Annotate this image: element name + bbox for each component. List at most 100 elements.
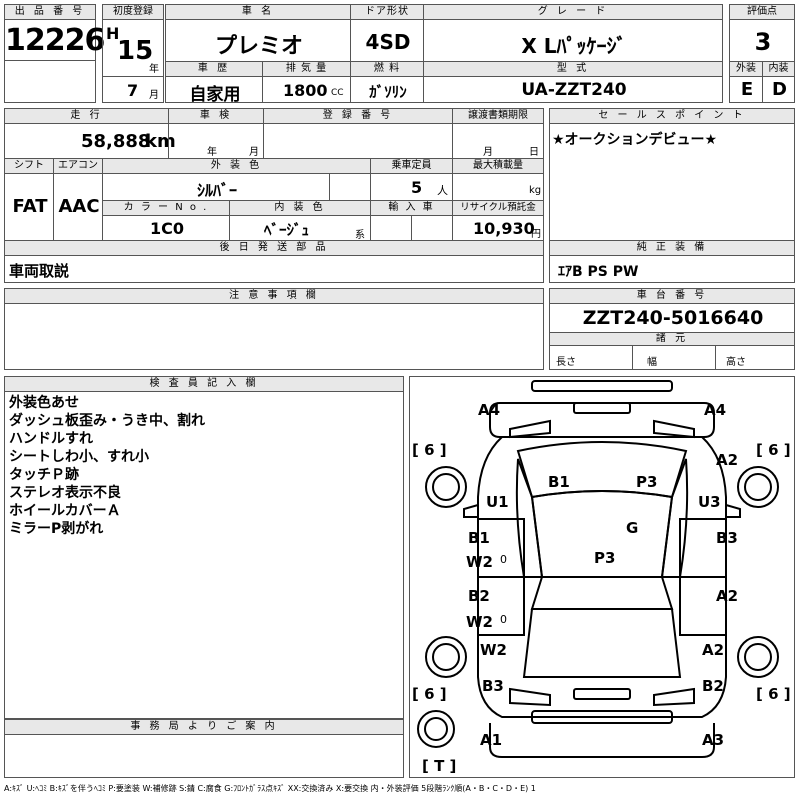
- aircon-cell: AAC: [53, 173, 103, 241]
- car-name: プレミオ: [214, 34, 303, 59]
- chassis: ZZT240-5016640: [582, 307, 764, 329]
- shift: FAT: [12, 196, 48, 217]
- windshield: [516, 441, 688, 499]
- mark-u3: U3: [698, 493, 721, 511]
- mark-b1-roof: B1: [548, 473, 570, 491]
- fuel: ｶﾞｿﾘﾝ: [369, 83, 407, 101]
- inspector-notes: 外装色あせ ダッシュ板歪み・うき中、割れ ハンドルすれ シートしわ小、すれ小 タ…: [4, 391, 404, 719]
- score-cell: 3: [729, 19, 795, 62]
- mark-u1: U1: [486, 493, 509, 511]
- chassis-label: 車 台 番 号: [549, 288, 795, 304]
- rear-bumper: [531, 710, 673, 724]
- max-load-label: 最大積載量: [452, 158, 544, 174]
- left-rear-door: [477, 576, 525, 636]
- right-front-door: [679, 518, 727, 578]
- length-label: 長さ: [556, 357, 576, 368]
- import-cell-b: [411, 215, 453, 241]
- lot-no-blank: [4, 60, 96, 103]
- fuel-cell: ｶﾞｿﾘﾝ: [350, 76, 424, 103]
- right-mirror: [725, 504, 741, 518]
- grade-cell: X Lﾊﾟｯｹｰｼﾞ: [423, 19, 723, 62]
- door: 4SD: [365, 30, 411, 54]
- color-no-label: カ ラ ー N o .: [102, 200, 230, 216]
- car-diagram: A4 A4 A2 B1 P3 U1 U3 G B1 B3 W2 P3 B2 A2…: [412, 380, 791, 775]
- inspector-lines: 外装色あせ ダッシュ板歪み・うき中、割れ ハンドルすれ シートしわ小、すれ小 タ…: [9, 394, 205, 538]
- trunk: [522, 608, 682, 678]
- mark-a1: A1: [480, 731, 502, 749]
- exterior-cell: E: [729, 76, 763, 103]
- later-parts-label: 後 日 発 送 部 品: [4, 240, 544, 256]
- left-taillight: [509, 687, 551, 707]
- mark-b2-left: B2: [468, 587, 490, 605]
- mark-b2-right: B2: [702, 677, 724, 695]
- front-left-hub: [432, 473, 460, 501]
- mark-g: G: [626, 519, 638, 537]
- rear-window: [530, 576, 674, 610]
- height-cell: 高さ: [715, 345, 795, 370]
- model: UA-ZZT240: [521, 80, 627, 100]
- right-rear-door: [679, 576, 727, 636]
- mark-a2-top: A2: [716, 451, 738, 469]
- inspector-label: 検 査 員 記 入 欄: [4, 376, 404, 392]
- rear-plate: [573, 688, 631, 700]
- interior-color-label: 内 装 色: [229, 200, 371, 216]
- inspection-cell: 年 月: [168, 123, 264, 159]
- mark-p3-roof: P3: [636, 473, 657, 491]
- right-taillight: [653, 687, 695, 707]
- mark-a3: A3: [702, 731, 724, 749]
- height-label: 高さ: [726, 357, 746, 368]
- tire-mark-fl: [ 6 ]: [412, 441, 447, 459]
- door-zero-1: 0: [500, 553, 507, 566]
- mark-b3-right: B3: [716, 529, 738, 547]
- max-load-cell: kg: [452, 173, 544, 201]
- grade-label: グ レ ー ド: [423, 4, 723, 20]
- transfer-month-unit: 月: [483, 147, 493, 158]
- tire-mark-fr: [ 6 ]: [756, 441, 791, 459]
- transfer-cell: 月 日: [452, 123, 544, 159]
- caution-label: 注 意 事 項 欄: [4, 288, 544, 304]
- equipment: ｴｱB PS PW: [558, 264, 639, 280]
- interior-label: 内装: [762, 61, 795, 77]
- fuel-label: 燃 料: [350, 61, 424, 77]
- office-cell: [4, 734, 404, 778]
- recycle-label: リサイクル預託金: [452, 200, 544, 216]
- width-label: 幅: [647, 357, 657, 368]
- mileage-label: 走 行: [4, 108, 169, 124]
- chassis-cell: ZZT240-5016640: [549, 303, 795, 333]
- left-mirror: [463, 504, 479, 518]
- reg-month: 7: [127, 81, 139, 100]
- color-no: 1C0: [149, 219, 184, 238]
- tire-mark-rl: [ 6 ]: [412, 685, 447, 703]
- hood-outline: [489, 402, 715, 438]
- tire-marks: [ 6 ] [ 6 ] [ 6 ] [ 6 ] [ T ]: [412, 441, 791, 775]
- shift-label: シフト: [4, 158, 54, 174]
- door-zero-2: 0: [500, 613, 507, 626]
- mark-b1-left: B1: [468, 529, 490, 547]
- exterior-label: 外装: [729, 61, 763, 77]
- caution-cell: [4, 303, 544, 370]
- inspector-line: 外装色あせ: [9, 395, 79, 411]
- mark-p3-center: P3: [594, 549, 615, 567]
- inspector-line: ステレオ表示不良: [9, 485, 121, 501]
- width-cell: 幅: [632, 345, 716, 370]
- later-parts: 車両取説: [9, 262, 70, 280]
- right-window: [660, 458, 689, 578]
- tire-mark-spare: [ T ]: [422, 757, 456, 775]
- car-name-label: 車 名: [165, 4, 351, 20]
- mark-a2-right-low: A2: [702, 641, 724, 659]
- recycle-cell: 10,930 円: [452, 215, 544, 241]
- import-cell-a: [370, 215, 412, 241]
- spare-hub: [424, 717, 448, 741]
- left-window: [515, 458, 544, 578]
- inspection-label: 車 検: [168, 108, 264, 124]
- grade: X Lﾊﾟｯｹｰｼﾞ: [521, 34, 627, 58]
- mileage-cell: 58,888 km: [4, 123, 176, 159]
- sales-point-cell: ★オークションデビュー★: [549, 123, 795, 256]
- interior-color-cell: ﾍﾞｰｼﾞｭ 系: [229, 215, 371, 241]
- recycle-unit: 円: [531, 229, 541, 240]
- inspector-line: ハンドルすれ: [9, 431, 93, 447]
- reg-no-cell: [263, 123, 453, 159]
- equipment-cell: ｴｱB PS PW: [549, 255, 795, 283]
- transfer-label: 譲渡書類期限: [452, 108, 544, 124]
- mark-w2-left3: W2: [480, 641, 507, 659]
